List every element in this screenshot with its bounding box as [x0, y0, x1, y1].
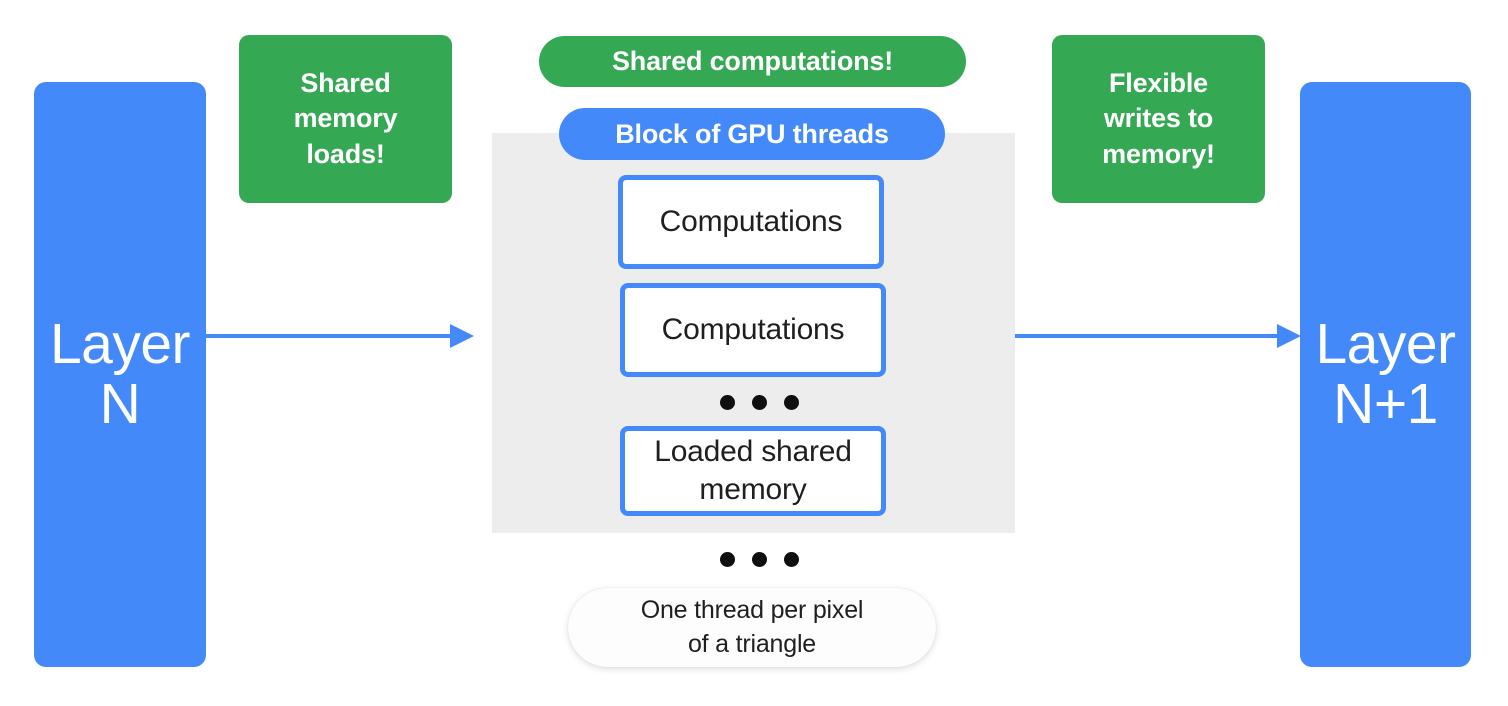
- thread-box-label: Computations: [661, 312, 845, 346]
- ellipsis-inner-icon: [720, 395, 799, 410]
- dot-icon: [720, 395, 735, 410]
- pill-shared-computations: Shared computations!: [539, 36, 966, 87]
- arrow-layer-n-to-block: [206, 322, 474, 355]
- thread-box-computations-1: Computations: [618, 175, 884, 269]
- dot-icon: [784, 395, 799, 410]
- thread-box-computations-2: Computations: [620, 283, 886, 377]
- pill-block-of-gpu-threads-label: Block of GPU threads: [615, 118, 889, 149]
- pill-block-of-gpu-threads: Block of GPU threads: [559, 108, 945, 160]
- thread-box-label: Computations: [659, 204, 843, 238]
- pill-shared-computations-label: Shared computations!: [611, 46, 894, 76]
- dot-icon: [784, 552, 799, 567]
- dot-icon: [720, 552, 735, 567]
- dot-icon: [752, 395, 767, 410]
- ellipsis-outer-icon: [720, 552, 799, 567]
- dot-icon: [752, 552, 767, 567]
- arrow-block-to-layer-n-plus-1: [1015, 322, 1301, 355]
